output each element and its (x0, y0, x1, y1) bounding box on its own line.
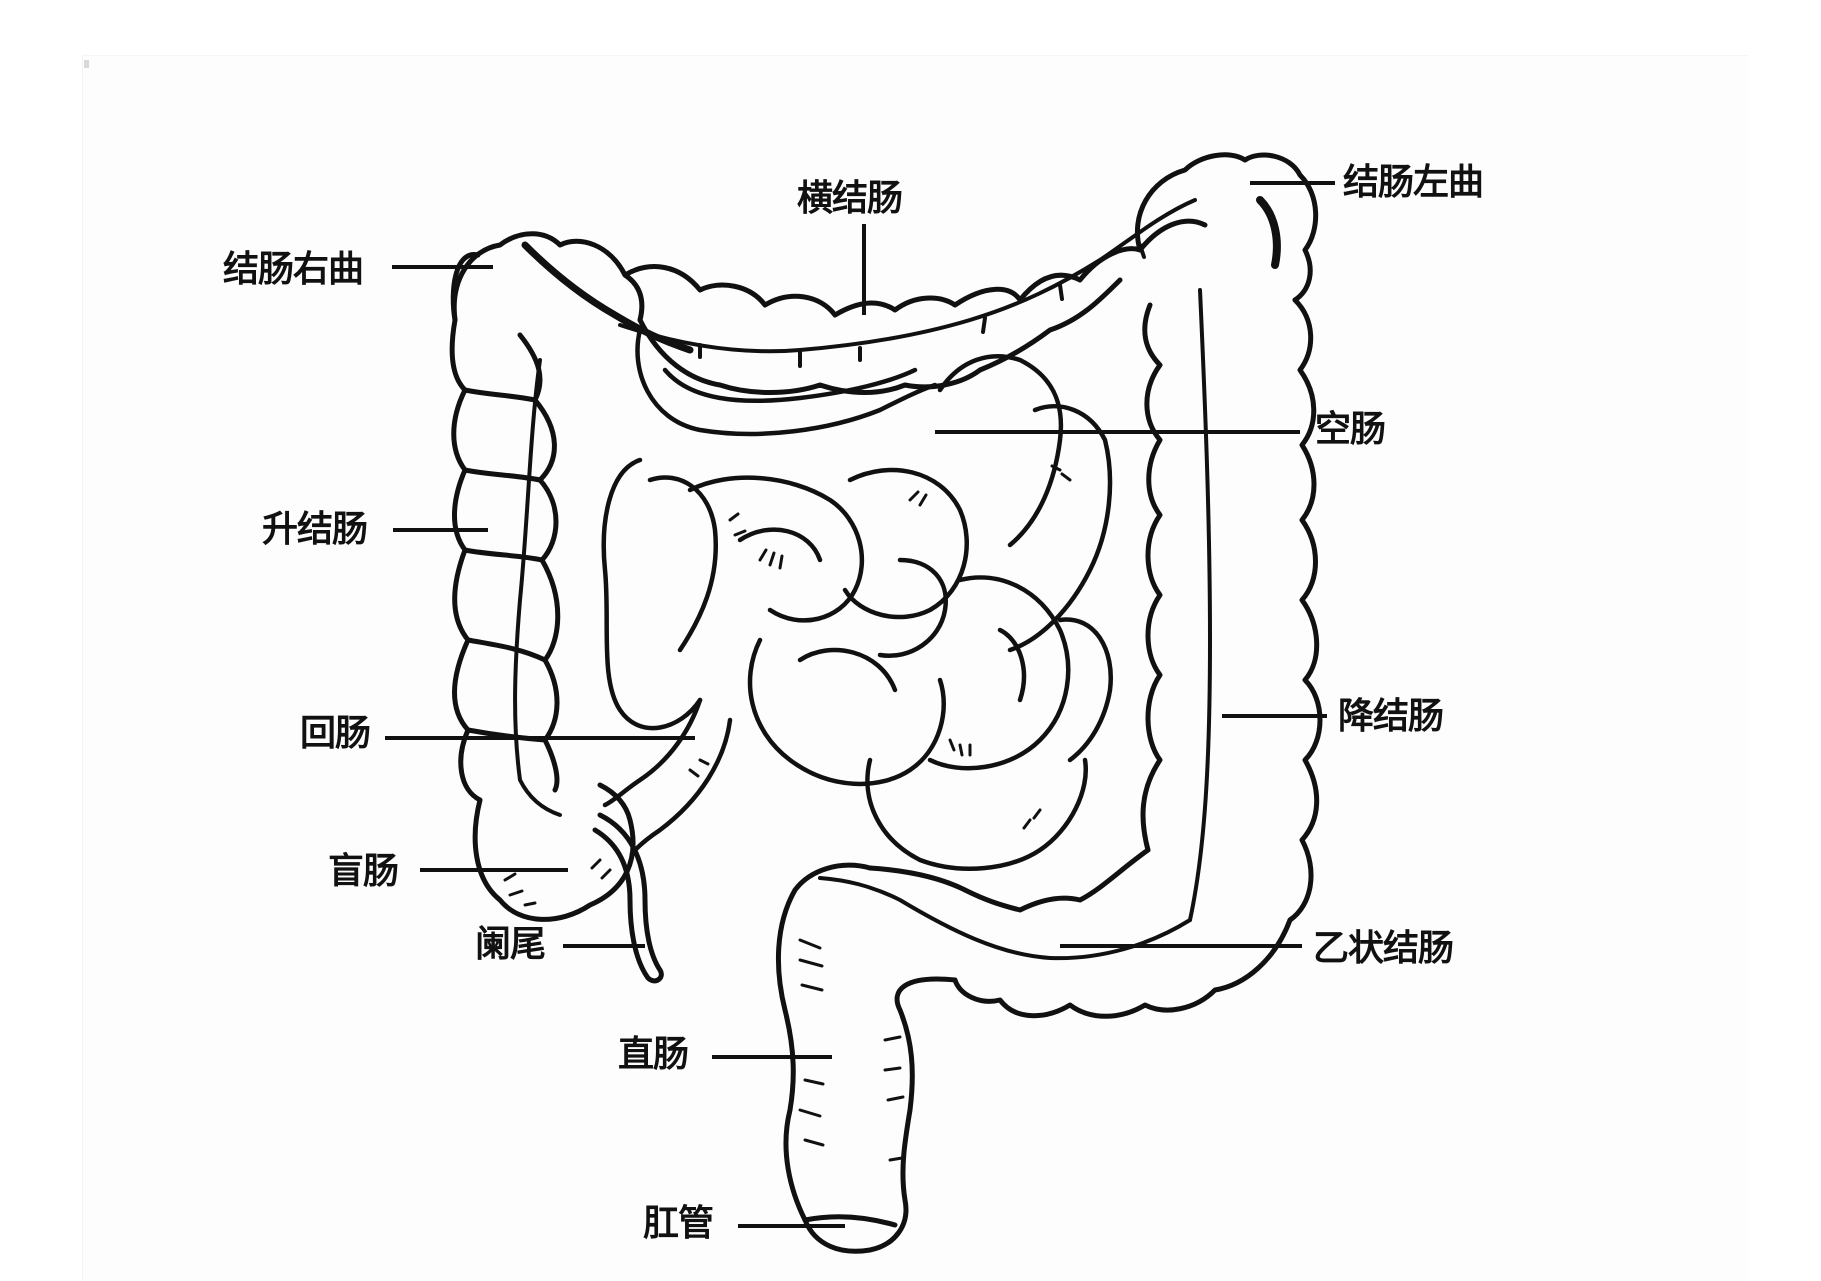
sigmoid-colon-outline (952, 917, 1293, 1019)
label-left-flexure: 结肠左曲 (1343, 162, 1484, 203)
descending-colon-outline (1287, 297, 1323, 923)
rectum-outline (775, 862, 958, 1254)
label-right-flexure: 结肠右曲 (223, 249, 364, 290)
appendix-outline (592, 812, 664, 984)
diagram-panel (82, 55, 1748, 1281)
label-ascending-colon: 升结肠 (262, 509, 368, 550)
label-rectum: 直肠 (618, 1034, 689, 1075)
corner-speck (84, 60, 89, 68)
label-sigmoid-colon: 乙状结肠 (1313, 928, 1454, 969)
label-anal-canal: 肛管 (643, 1203, 714, 1244)
label-ileum: 回肠 (300, 713, 371, 754)
left-flexure-outline (1134, 152, 1319, 303)
label-descending-colon: 降结肠 (1338, 696, 1444, 737)
label-appendix: 阑尾 (475, 924, 546, 965)
small-intestine-loops (601, 327, 1113, 871)
label-jejunum: 空肠 (1315, 409, 1386, 450)
leader-lines (385, 181, 1335, 1228)
transverse-colon-outline (622, 218, 1208, 318)
right-flexure-outline (451, 231, 645, 323)
label-transverse-colon: 横结肠 (797, 178, 903, 219)
label-cecum: 盲肠 (328, 851, 399, 892)
